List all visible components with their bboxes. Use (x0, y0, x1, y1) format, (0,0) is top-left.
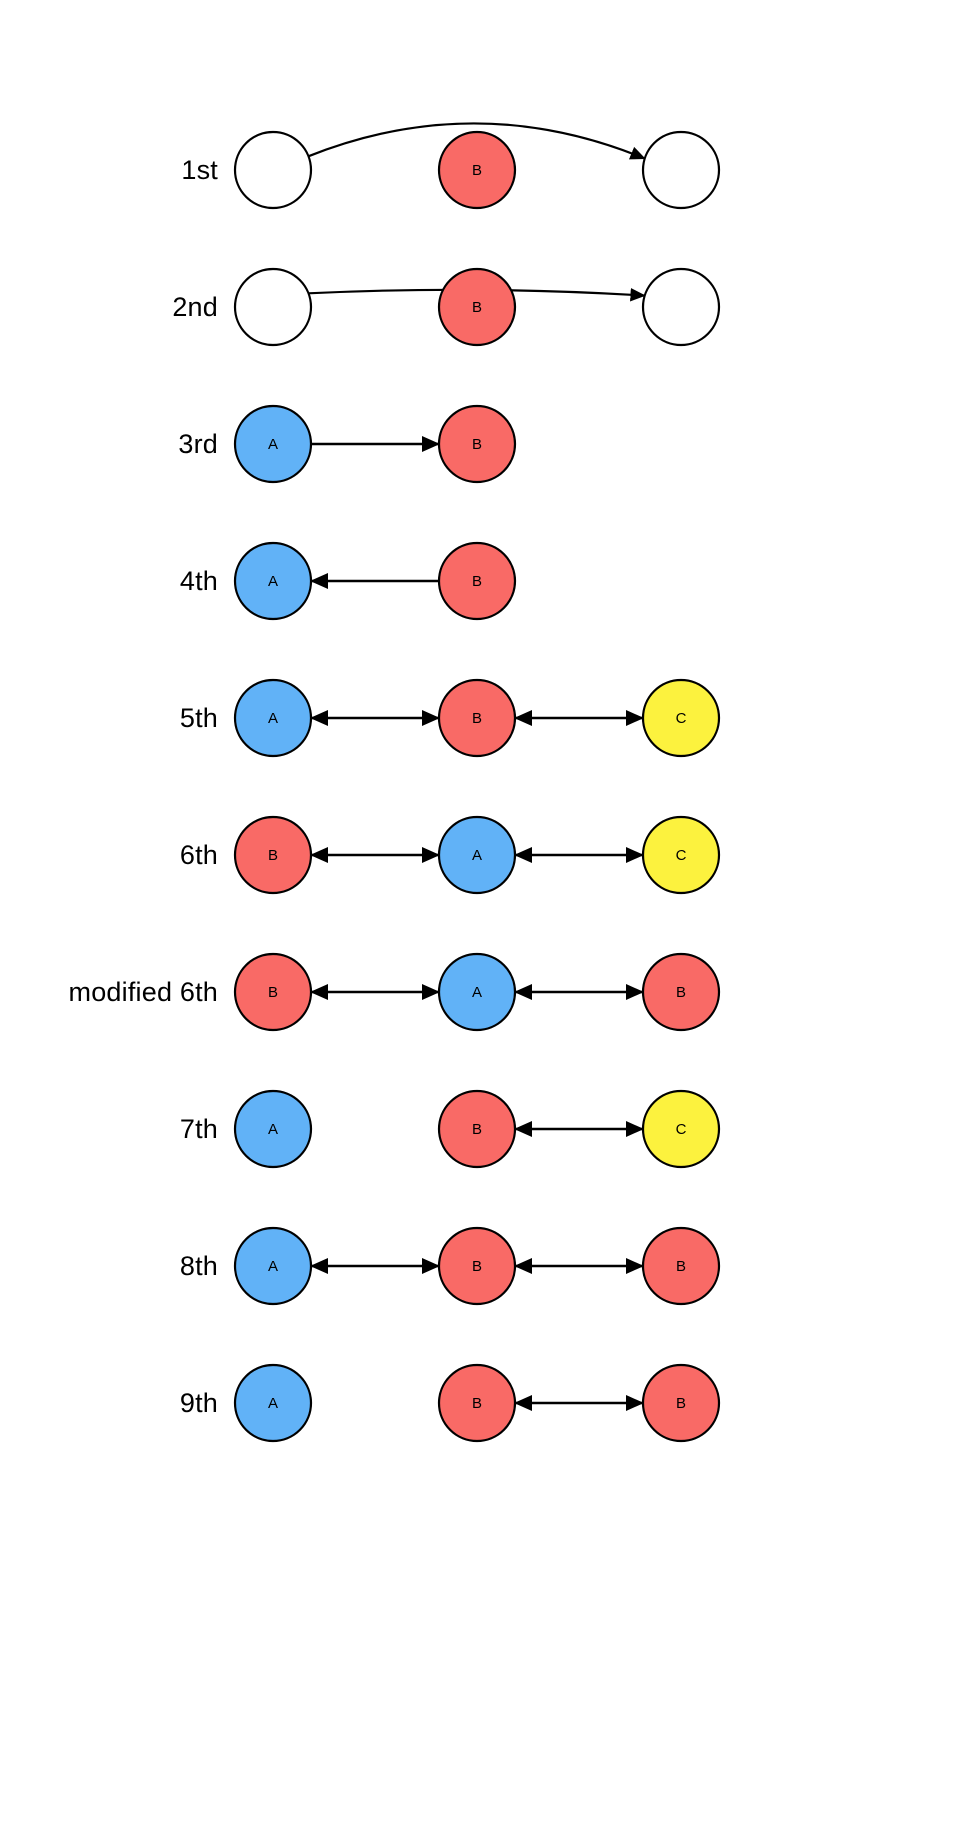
node-circle[interactable] (437, 1089, 517, 1169)
graph-node[interactable] (641, 267, 721, 347)
node-circle[interactable] (437, 815, 517, 895)
node-circle[interactable] (437, 267, 517, 347)
graph-node[interactable]: B (437, 678, 517, 758)
graph-node[interactable]: B (437, 130, 517, 210)
graph-node[interactable]: B (437, 1363, 517, 1443)
graph-node[interactable]: A (233, 678, 313, 758)
graph-node[interactable]: A (233, 1363, 313, 1443)
row-label: 3rd (178, 428, 218, 459)
graph-node[interactable]: B (641, 1226, 721, 1306)
row-graph: A B C (0, 670, 960, 766)
graph-node[interactable]: C (641, 678, 721, 758)
row-graph: A B C (0, 1081, 960, 1177)
row-label: 7th (179, 1113, 218, 1144)
node-circle[interactable] (437, 678, 517, 758)
graph-node[interactable]: B (437, 404, 517, 484)
graph-node[interactable]: A (437, 815, 517, 895)
node-circle[interactable] (437, 952, 517, 1032)
graph-node[interactable]: A (233, 1226, 313, 1306)
graph-node[interactable]: C (641, 815, 721, 895)
node-circle[interactable] (437, 1363, 517, 1443)
graph-row: 9th A B B (0, 1355, 960, 1451)
row-graph: B (0, 122, 960, 218)
node-circle[interactable] (641, 267, 721, 347)
node-circle[interactable] (233, 1363, 313, 1443)
node-circle[interactable] (233, 952, 313, 1032)
node-circle[interactable] (437, 1226, 517, 1306)
graph-node[interactable]: A (233, 1089, 313, 1169)
graph-row: 1st B (0, 122, 960, 218)
graph-node[interactable]: B (437, 1226, 517, 1306)
node-circle[interactable] (437, 404, 517, 484)
node-circle[interactable] (437, 541, 517, 621)
graph-node[interactable]: B (641, 952, 721, 1032)
node-circle[interactable] (233, 267, 313, 347)
row-label: 8th (179, 1250, 218, 1281)
node-circle[interactable] (641, 1089, 721, 1169)
row-label: 6th (179, 839, 218, 870)
node-circle[interactable] (641, 952, 721, 1032)
row-label: 9th (179, 1387, 218, 1418)
row-graph: B (0, 259, 960, 355)
row-label: 2nd (172, 291, 218, 322)
node-circle[interactable] (233, 815, 313, 895)
graph-node[interactable]: B (233, 815, 313, 895)
row-label: 4th (179, 565, 218, 596)
graph-row: 7th A B C (0, 1081, 960, 1177)
row-label: 5th (179, 702, 218, 733)
graph-node[interactable]: B (233, 952, 313, 1032)
graph-node[interactable]: B (437, 267, 517, 347)
edge-arc-arrow (307, 122, 646, 160)
node-circle[interactable] (641, 130, 721, 210)
node-circle[interactable] (437, 130, 517, 210)
graph-row: 5th A B C (0, 670, 960, 766)
node-circle[interactable] (641, 1363, 721, 1443)
graph-row: 6th B A C (0, 807, 960, 903)
graph-node[interactable] (233, 130, 313, 210)
graph-node[interactable]: A (233, 541, 313, 621)
graph-node[interactable]: A (437, 952, 517, 1032)
row-label: 1st (181, 154, 218, 185)
node-circle[interactable] (233, 541, 313, 621)
node-circle[interactable] (233, 1089, 313, 1169)
graph-node[interactable] (641, 130, 721, 210)
node-circle[interactable] (641, 1226, 721, 1306)
graph-row: modified 6th B A B (0, 944, 960, 1040)
graph-row: 2nd B (0, 259, 960, 355)
row-label: modified 6th (68, 976, 218, 1007)
graph-node[interactable] (233, 267, 313, 347)
graph-node[interactable]: B (437, 1089, 517, 1169)
node-circle[interactable] (233, 1226, 313, 1306)
graph-node[interactable]: C (641, 1089, 721, 1169)
node-circle[interactable] (233, 130, 313, 210)
node-circle[interactable] (233, 678, 313, 758)
graph-node[interactable]: B (641, 1363, 721, 1443)
graph-node[interactable]: A (233, 404, 313, 484)
graph-row: 8th A B B (0, 1218, 960, 1314)
node-circle[interactable] (641, 815, 721, 895)
graph-node[interactable]: B (437, 541, 517, 621)
node-circle[interactable] (641, 678, 721, 758)
node-circle[interactable] (233, 404, 313, 484)
